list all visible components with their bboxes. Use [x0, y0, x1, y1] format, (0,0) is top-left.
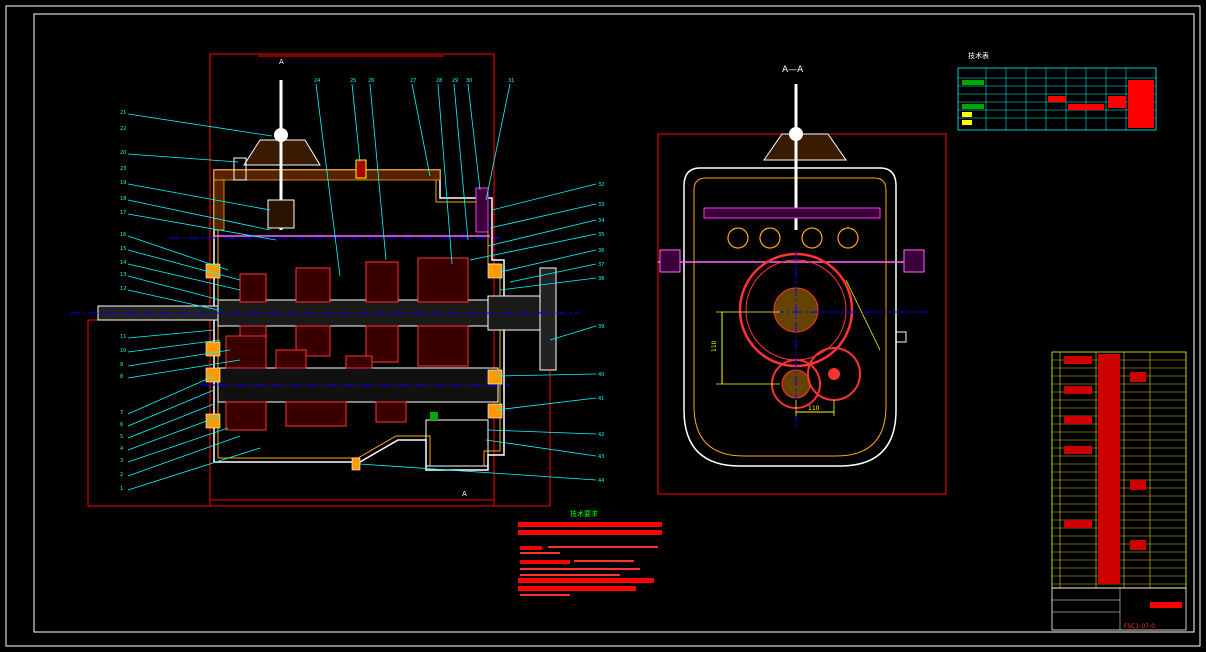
callout-label: 13	[120, 272, 126, 278]
tech-req-title: 技术要求	[570, 509, 598, 518]
section-a-a-view: A—A 110 110	[657, 65, 947, 495]
housing-inner	[217, 173, 501, 467]
callout-label: 6	[120, 422, 123, 428]
callout-label: 43	[598, 454, 604, 460]
callout-label: 27	[410, 78, 416, 84]
callout-label: 5	[120, 434, 123, 440]
callout-label: 35	[598, 232, 604, 238]
title-block-code: FSC1-07-0	[1124, 623, 1155, 630]
callout-label: 20	[120, 150, 126, 156]
callout-label: 26	[368, 78, 374, 84]
callout-label: 36	[598, 248, 604, 254]
callout-label: 41	[598, 396, 604, 402]
callout-label: 7	[120, 410, 123, 416]
callout-label: 30	[466, 78, 472, 84]
callout-label: 17	[120, 210, 126, 216]
dim-horizontal: 110	[808, 405, 820, 412]
callout-label: 37	[598, 262, 604, 268]
callout-label: 23	[120, 166, 126, 172]
housing-section-inner	[693, 177, 887, 457]
callout-label: 21	[120, 110, 126, 116]
callout-label: 39	[598, 324, 604, 330]
callout-label: 33	[598, 202, 604, 208]
callout-label: 38	[598, 276, 604, 282]
callout-label: 25	[350, 78, 356, 84]
callout-label: 9	[120, 362, 123, 368]
callout-label: 1	[120, 486, 123, 492]
callout-label: 2	[120, 472, 123, 478]
callout-label: 28	[436, 78, 442, 84]
housing-section-outer	[683, 167, 897, 467]
leader-lines-right	[359, 183, 597, 481]
callout-label: 10	[120, 348, 126, 354]
callout-label: 18	[120, 196, 126, 202]
callout-label: 12	[120, 286, 126, 292]
parts-list: FSC1-07-0	[1051, 351, 1187, 631]
frame-border	[33, 13, 1195, 633]
callout-label: 24	[314, 78, 320, 84]
callout-label: 4	[120, 446, 123, 452]
callout-label: 19	[120, 180, 126, 186]
technical-requirements: 技术要求	[518, 509, 662, 596]
parameter-table: 技术表	[957, 51, 1157, 131]
callout-label: 8	[120, 374, 123, 380]
callout-label: 34	[598, 218, 604, 224]
callout-label: 14	[120, 260, 126, 266]
callout-label: 44	[598, 478, 604, 484]
sheet-border	[5, 5, 1201, 647]
callout-label: 42	[598, 432, 604, 438]
main-section-view: A A	[70, 53, 580, 507]
callout-label: 40	[598, 372, 604, 378]
callout-label: 16	[120, 232, 126, 238]
dim-vertical: 110	[711, 340, 718, 352]
callout-label: 31	[508, 78, 514, 84]
leader-lines-left	[127, 83, 511, 491]
param-table-title: 技术表	[968, 51, 989, 60]
callout-label: 3	[120, 458, 123, 464]
callout-label: 32	[598, 182, 604, 188]
callout-label: 29	[452, 78, 458, 84]
callout-label: 15	[120, 246, 126, 252]
callout-label: 11	[120, 334, 126, 340]
section-marker-bottom: A	[462, 490, 467, 498]
callout-label: 22	[120, 126, 126, 132]
section-marker-top: A	[279, 58, 284, 66]
section-label: A—A	[782, 65, 804, 75]
